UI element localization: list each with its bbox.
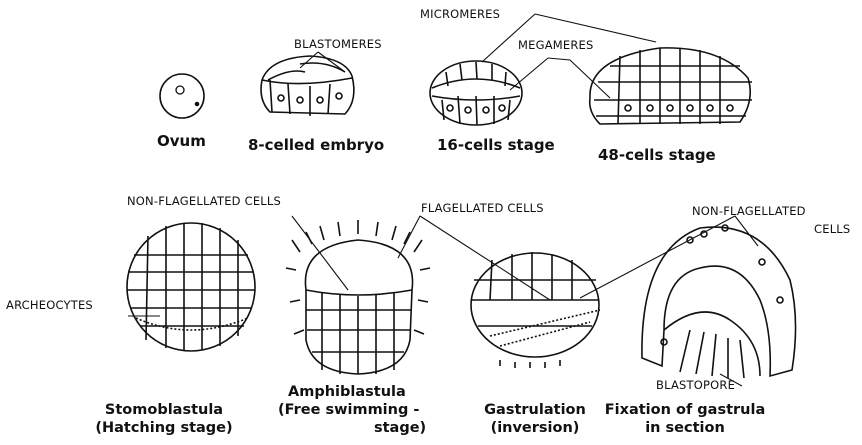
caption-stomoblastula-line2: (Hatching stage) [94, 419, 234, 437]
caption-sixteen-cells-stage: 16-cells stage [437, 138, 555, 153]
stomoblastula-drawing [127, 223, 255, 351]
label-blastomeres: BLASTOMERES [294, 39, 382, 51]
caption-amphiblastula-line2: (Free swimming - [278, 401, 438, 419]
caption-gastrulation-line2: (inversion) [476, 419, 594, 437]
caption-fixation-line1: Fixation of gastrula [596, 401, 774, 419]
sixteen-cells-drawing [430, 61, 522, 125]
label-blastopore: BLASTOPORE [656, 380, 735, 392]
gastrulation-drawing [471, 252, 600, 368]
caption-amphiblastula-line1: Amphiblastula [278, 383, 438, 401]
label-non-flagellated-cells: NON-FLAGELLATED CELLS [127, 196, 281, 208]
caption-amphiblastula-line3: stage) [278, 419, 438, 437]
label-flagellated-cells: FLAGELLATED CELLS [421, 203, 544, 215]
label-non-flagellated-right-line2: CELLS [814, 224, 850, 236]
caption-amphiblastula: Amphiblastula (Free swimming - stage) [278, 383, 438, 437]
caption-fixation-of-gastrula: Fixation of gastrula in section [596, 401, 774, 437]
caption-eight-celled-embryo: 8-celled embryo [248, 138, 384, 153]
caption-stomoblastula-line1: Stomoblastula [94, 401, 234, 419]
caption-fixation-line2: in section [596, 419, 774, 437]
fortyeight-cells-drawing [590, 48, 752, 124]
amphiblastula-drawing [286, 220, 430, 374]
caption-fortyeight-cells-stage: 48-cells stage [598, 148, 716, 163]
ovum-drawing [160, 74, 204, 118]
fixation-gastrula-drawing [642, 225, 796, 378]
label-micromeres: MICROMERES [420, 9, 500, 21]
label-megameres: MEGAMERES [518, 40, 594, 52]
caption-ovum: Ovum [157, 134, 206, 149]
caption-gastrulation-line1: Gastrulation [476, 401, 594, 419]
caption-stomoblastula: Stomoblastula (Hatching stage) [94, 401, 234, 437]
label-non-flagellated-right-line1: NON-FLAGELLATED [692, 206, 806, 218]
label-archeocytes: ARCHEOCYTES [6, 300, 93, 312]
caption-gastrulation: Gastrulation (inversion) [476, 401, 594, 437]
eight-celled-embryo-drawing [261, 56, 354, 116]
